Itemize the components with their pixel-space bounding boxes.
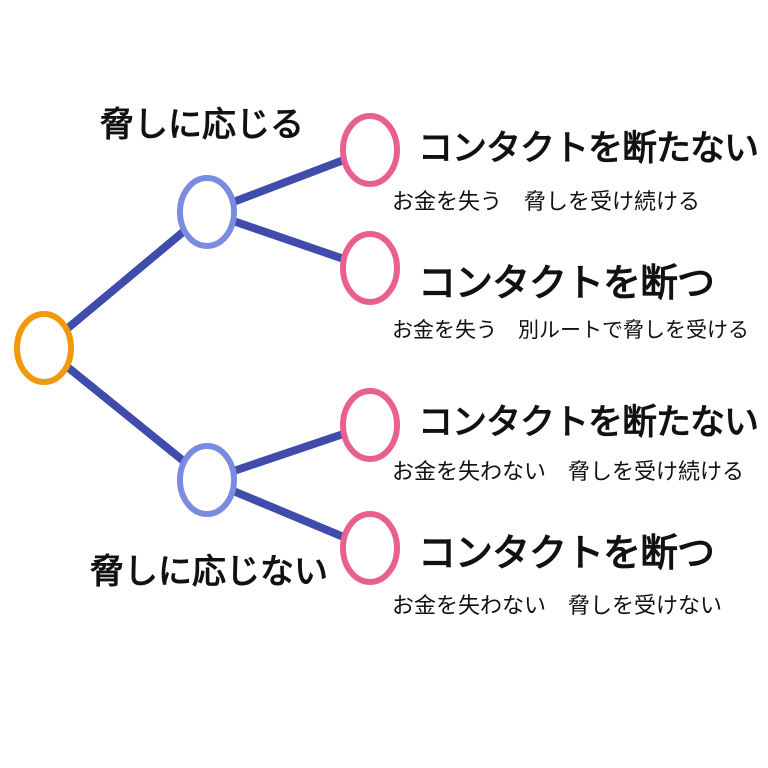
branch-node-refuse [177, 443, 237, 517]
branch-node-accept [177, 175, 237, 249]
leaf-desc-refuse-cut-contact: お金を失わない 脅しを受けない [392, 594, 723, 619]
leaf-desc-refuse-keep-contact: お金を失わない 脅しを受け続ける [392, 460, 745, 485]
leaf-title-refuse-cut-contact: コンタクトを断つ [418, 531, 715, 575]
edge-root-to-branch-accept [40, 208, 211, 352]
leaf-title-accept-cut-contact: コンタクトを断つ [418, 261, 715, 305]
leaf-title-refuse-keep-contact: コンタクトを断たない [418, 403, 759, 443]
leaf-node-refuse-cut-contact [340, 511, 400, 585]
leaf-title-accept-keep-contact: コンタクトを断たない [418, 129, 759, 169]
leaf-node-refuse-keep-contact [340, 388, 400, 462]
leaf-node-accept-cut-contact [340, 231, 400, 305]
edge-root-to-branch-refuse [40, 344, 211, 484]
root-node [14, 311, 74, 385]
branch-label-accept: 脅しに応じる [100, 105, 304, 145]
branch-label-refuse: 脅しに応じない [90, 552, 328, 592]
leaf-node-accept-keep-contact [340, 113, 400, 187]
leaf-desc-accept-cut-contact: お金を失う 別ルートで脅しを受ける [392, 318, 749, 342]
leaf-desc-accept-keep-contact: お金を失う 脅しを受け続ける [392, 190, 701, 215]
